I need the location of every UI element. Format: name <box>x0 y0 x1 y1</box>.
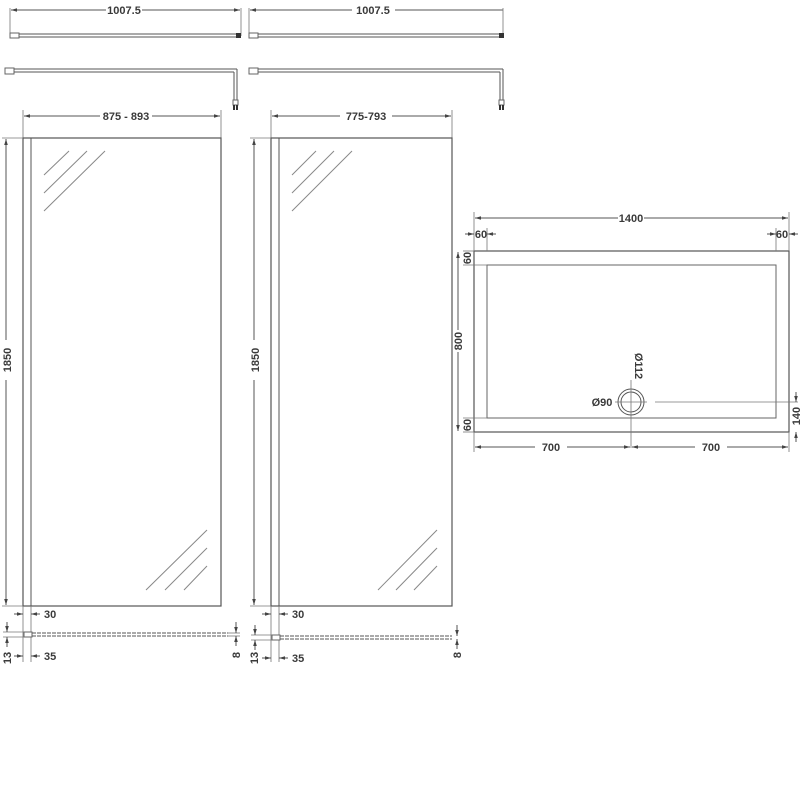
panel-a-glass-thickness-label: 8 <box>231 652 243 658</box>
waste-offset-bottom-label: 140 <box>791 407 800 425</box>
tray-rim-right-label: 60 <box>776 229 788 241</box>
panel-a-glass <box>22 137 222 607</box>
tray-rim-top-label: 60 <box>462 252 474 264</box>
panel-a-width-label: 875 - 893 <box>103 111 149 123</box>
panel-b-profile-width-label: 30 <box>292 609 304 621</box>
panel-b-height-label: 1850 <box>250 348 262 372</box>
waste-outlet <box>615 380 798 448</box>
panel-a-height-label: 1850 <box>2 348 14 372</box>
tray-width-label: 800 <box>453 332 465 350</box>
panel-b-corner-arm <box>248 67 505 110</box>
panel-a-arm-length-label: 1007.5 <box>107 5 141 17</box>
panel-b-arm-length-label: 1007.5 <box>356 5 390 17</box>
waste-outer-diameter-label: Ø112 <box>632 353 644 379</box>
panel-a-corner-arm <box>4 67 239 110</box>
panel-a-straight-arm <box>9 8 242 39</box>
tray-rim-bottom-label: 60 <box>462 419 474 431</box>
waste-offset-right-label: 700 <box>702 442 720 454</box>
panel-b-profile-depth-label: 35 <box>292 653 304 665</box>
tray-rim-left-label: 60 <box>475 229 487 241</box>
waste-offset-left-label: 700 <box>542 442 560 454</box>
waste-inner-diameter-label: Ø90 <box>592 397 613 409</box>
panel-a-profile-width-label: 30 <box>44 609 56 621</box>
panel-b-channel-height-label: 13 <box>249 652 261 664</box>
panel-b-straight-arm <box>248 8 504 39</box>
panel-a-channel-height-label: 13 <box>2 652 14 664</box>
shower-tray <box>473 250 790 433</box>
panel-a-profile-depth-label: 35 <box>44 651 56 663</box>
tray-length-label: 1400 <box>619 213 643 225</box>
panel-b-glass-thickness-label: 8 <box>452 652 464 658</box>
panel-b-width-label: 775-793 <box>346 111 386 123</box>
panel-b-glass <box>270 137 453 607</box>
